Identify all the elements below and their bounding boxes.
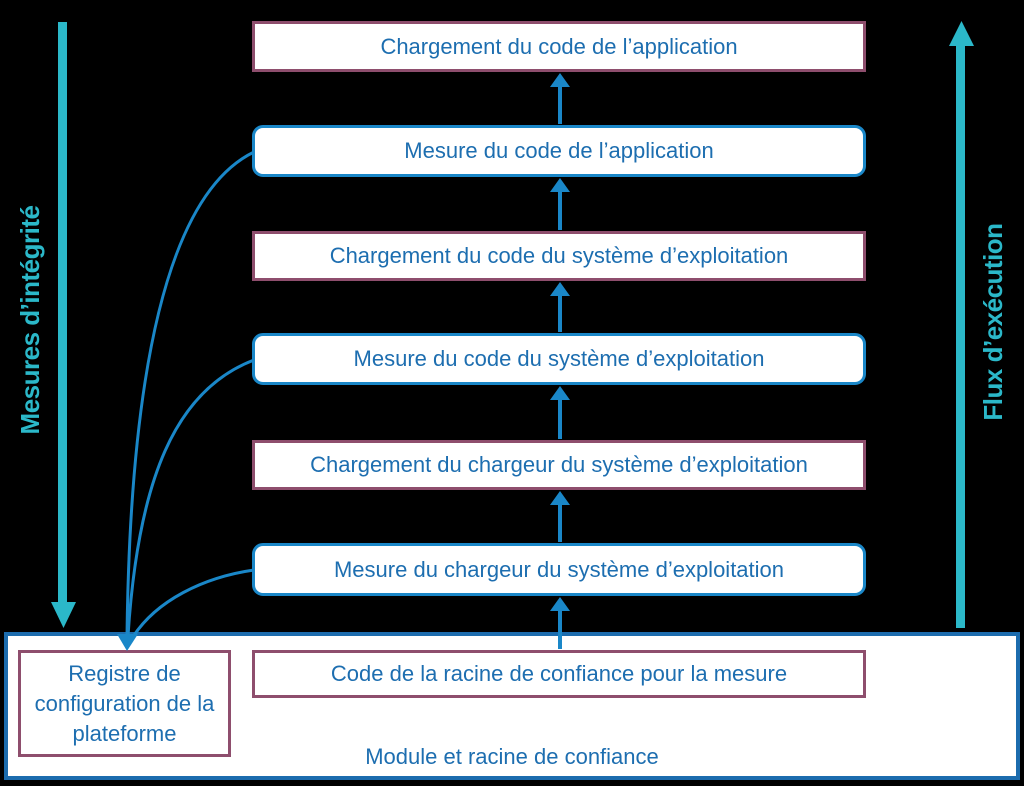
up-arrow-teal-icon <box>949 21 974 628</box>
trust-root-module-container: Registre de configuration de la platefor… <box>4 632 1020 780</box>
box-label: Chargement du chargeur du système d’expl… <box>310 452 808 477</box>
box-chargement-code-application: Chargement du code de l’application <box>252 21 866 72</box>
box-label: Chargement du code du système d’exploita… <box>329 243 789 268</box>
trust-root-module-label: Module et racine de confiance <box>365 744 659 769</box>
box-label: Code de la racine de confiance pour la m… <box>330 661 788 686</box>
box-label: Registre de configuration de la platefor… <box>34 660 215 746</box>
box-mesure-chargeur-systeme: Mesure du chargeur du système d’exploita… <box>252 543 866 596</box>
box-chargement-chargeur-systeme: Chargement du chargeur du système d’expl… <box>252 440 866 490</box>
integrity-measures-axis-label: Mesures d’intégrité <box>15 205 45 435</box>
curve-from-mesure-chargeur <box>129 568 255 641</box>
box-label: Mesure du chargeur du système d’exploita… <box>333 556 785 582</box>
box-chargement-code-systeme: Chargement du code du système d’exploita… <box>252 231 866 281</box>
execution-flow-axis-label: Flux d’exécution <box>978 223 1008 421</box>
box-registre-configuration-plateforme: Registre de configuration de la platefor… <box>18 650 231 757</box>
down-arrow-teal-icon <box>51 22 76 628</box>
box-label: Mesure du code de l’application <box>404 138 714 163</box>
box-label: Mesure du code du système d’exploitation <box>353 346 765 371</box>
curve-from-mesure-systeme <box>126 358 255 637</box>
curve-from-mesure-application <box>125 150 255 637</box>
box-label: Chargement du code de l’application <box>380 33 738 59</box>
box-mesure-code-systeme: Mesure du code du système d’exploitation <box>252 333 866 385</box>
measure-curves-to-register <box>117 150 255 651</box>
box-mesure-code-application: Mesure du code de l’application <box>252 125 866 177</box>
box-code-racine-confiance-mesure: Code de la racine de confiance pour la m… <box>252 650 866 698</box>
